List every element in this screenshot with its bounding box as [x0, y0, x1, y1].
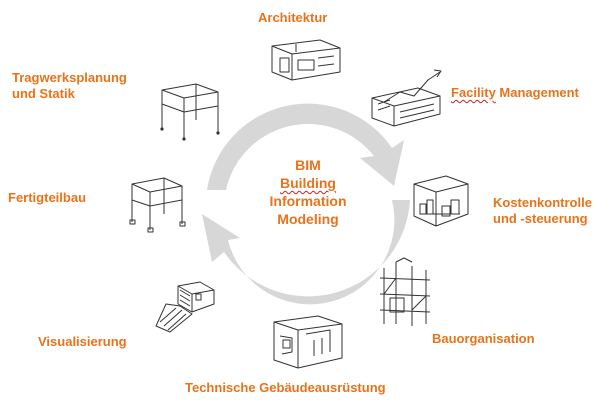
label-bauorganisation: Bauorganisation [432, 331, 535, 346]
center-line-modeling: Modeling [277, 211, 339, 227]
center-line-bim: BIM [295, 157, 321, 173]
label-facility-word: Facility [451, 85, 496, 100]
label-technische-gebaeudeausruestung: Technische Gebäudeausrüstung [185, 380, 386, 395]
center-line-information: Information [269, 193, 347, 209]
center-line-building: Building [280, 175, 336, 191]
label-kostenkontrolle: Kostenkontrolle und -steuerung [493, 195, 592, 227]
kostenkontrolle-sketch [413, 175, 469, 227]
label-facility-management: Facility Management [451, 85, 579, 101]
label-management-word: Management [499, 85, 579, 100]
label-fertigteilbau: Fertigteilbau [8, 190, 87, 205]
label-tragwerksplanung: Tragwerksplanung und Statik [12, 70, 127, 102]
label-tragwerk-line2: und Statik [12, 86, 75, 101]
tragwerk-sketch [160, 83, 220, 141]
bauorganisation-sketch [379, 257, 431, 326]
technische-sketch [273, 315, 343, 369]
label-tragwerk-line1: Tragwerksplanung [12, 70, 127, 85]
label-kosten-line2: und -steuerung [493, 211, 588, 226]
facility-management-sketch [371, 69, 442, 127]
label-architektur: Architektur [258, 10, 328, 25]
cycle-arrow-upper [207, 103, 404, 190]
architektur-sketch [271, 39, 341, 81]
label-visualisierung: Visualisierung [38, 334, 127, 349]
center-title: BIM Building Information Modeling [262, 156, 354, 228]
visualisierung-sketch [155, 281, 215, 333]
label-kosten-line1: Kostenkontrolle [493, 195, 592, 210]
fertigteilbau-sketch [129, 177, 186, 233]
